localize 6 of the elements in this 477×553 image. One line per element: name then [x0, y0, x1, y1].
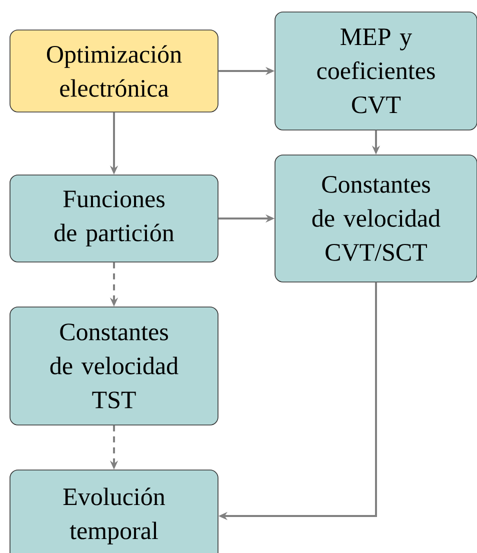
- process-box: Funciones de partición: [10, 174, 218, 262]
- process-box: Constantes de velocidad CVT/SCT: [274, 154, 477, 282]
- process-box: Optimización electrónica: [10, 30, 218, 112]
- process-box: MEP y coeficientes CVT: [274, 12, 477, 130]
- process-box: Evolución temporal: [10, 470, 218, 553]
- process-box: Constantes de velocidad TST: [10, 306, 218, 426]
